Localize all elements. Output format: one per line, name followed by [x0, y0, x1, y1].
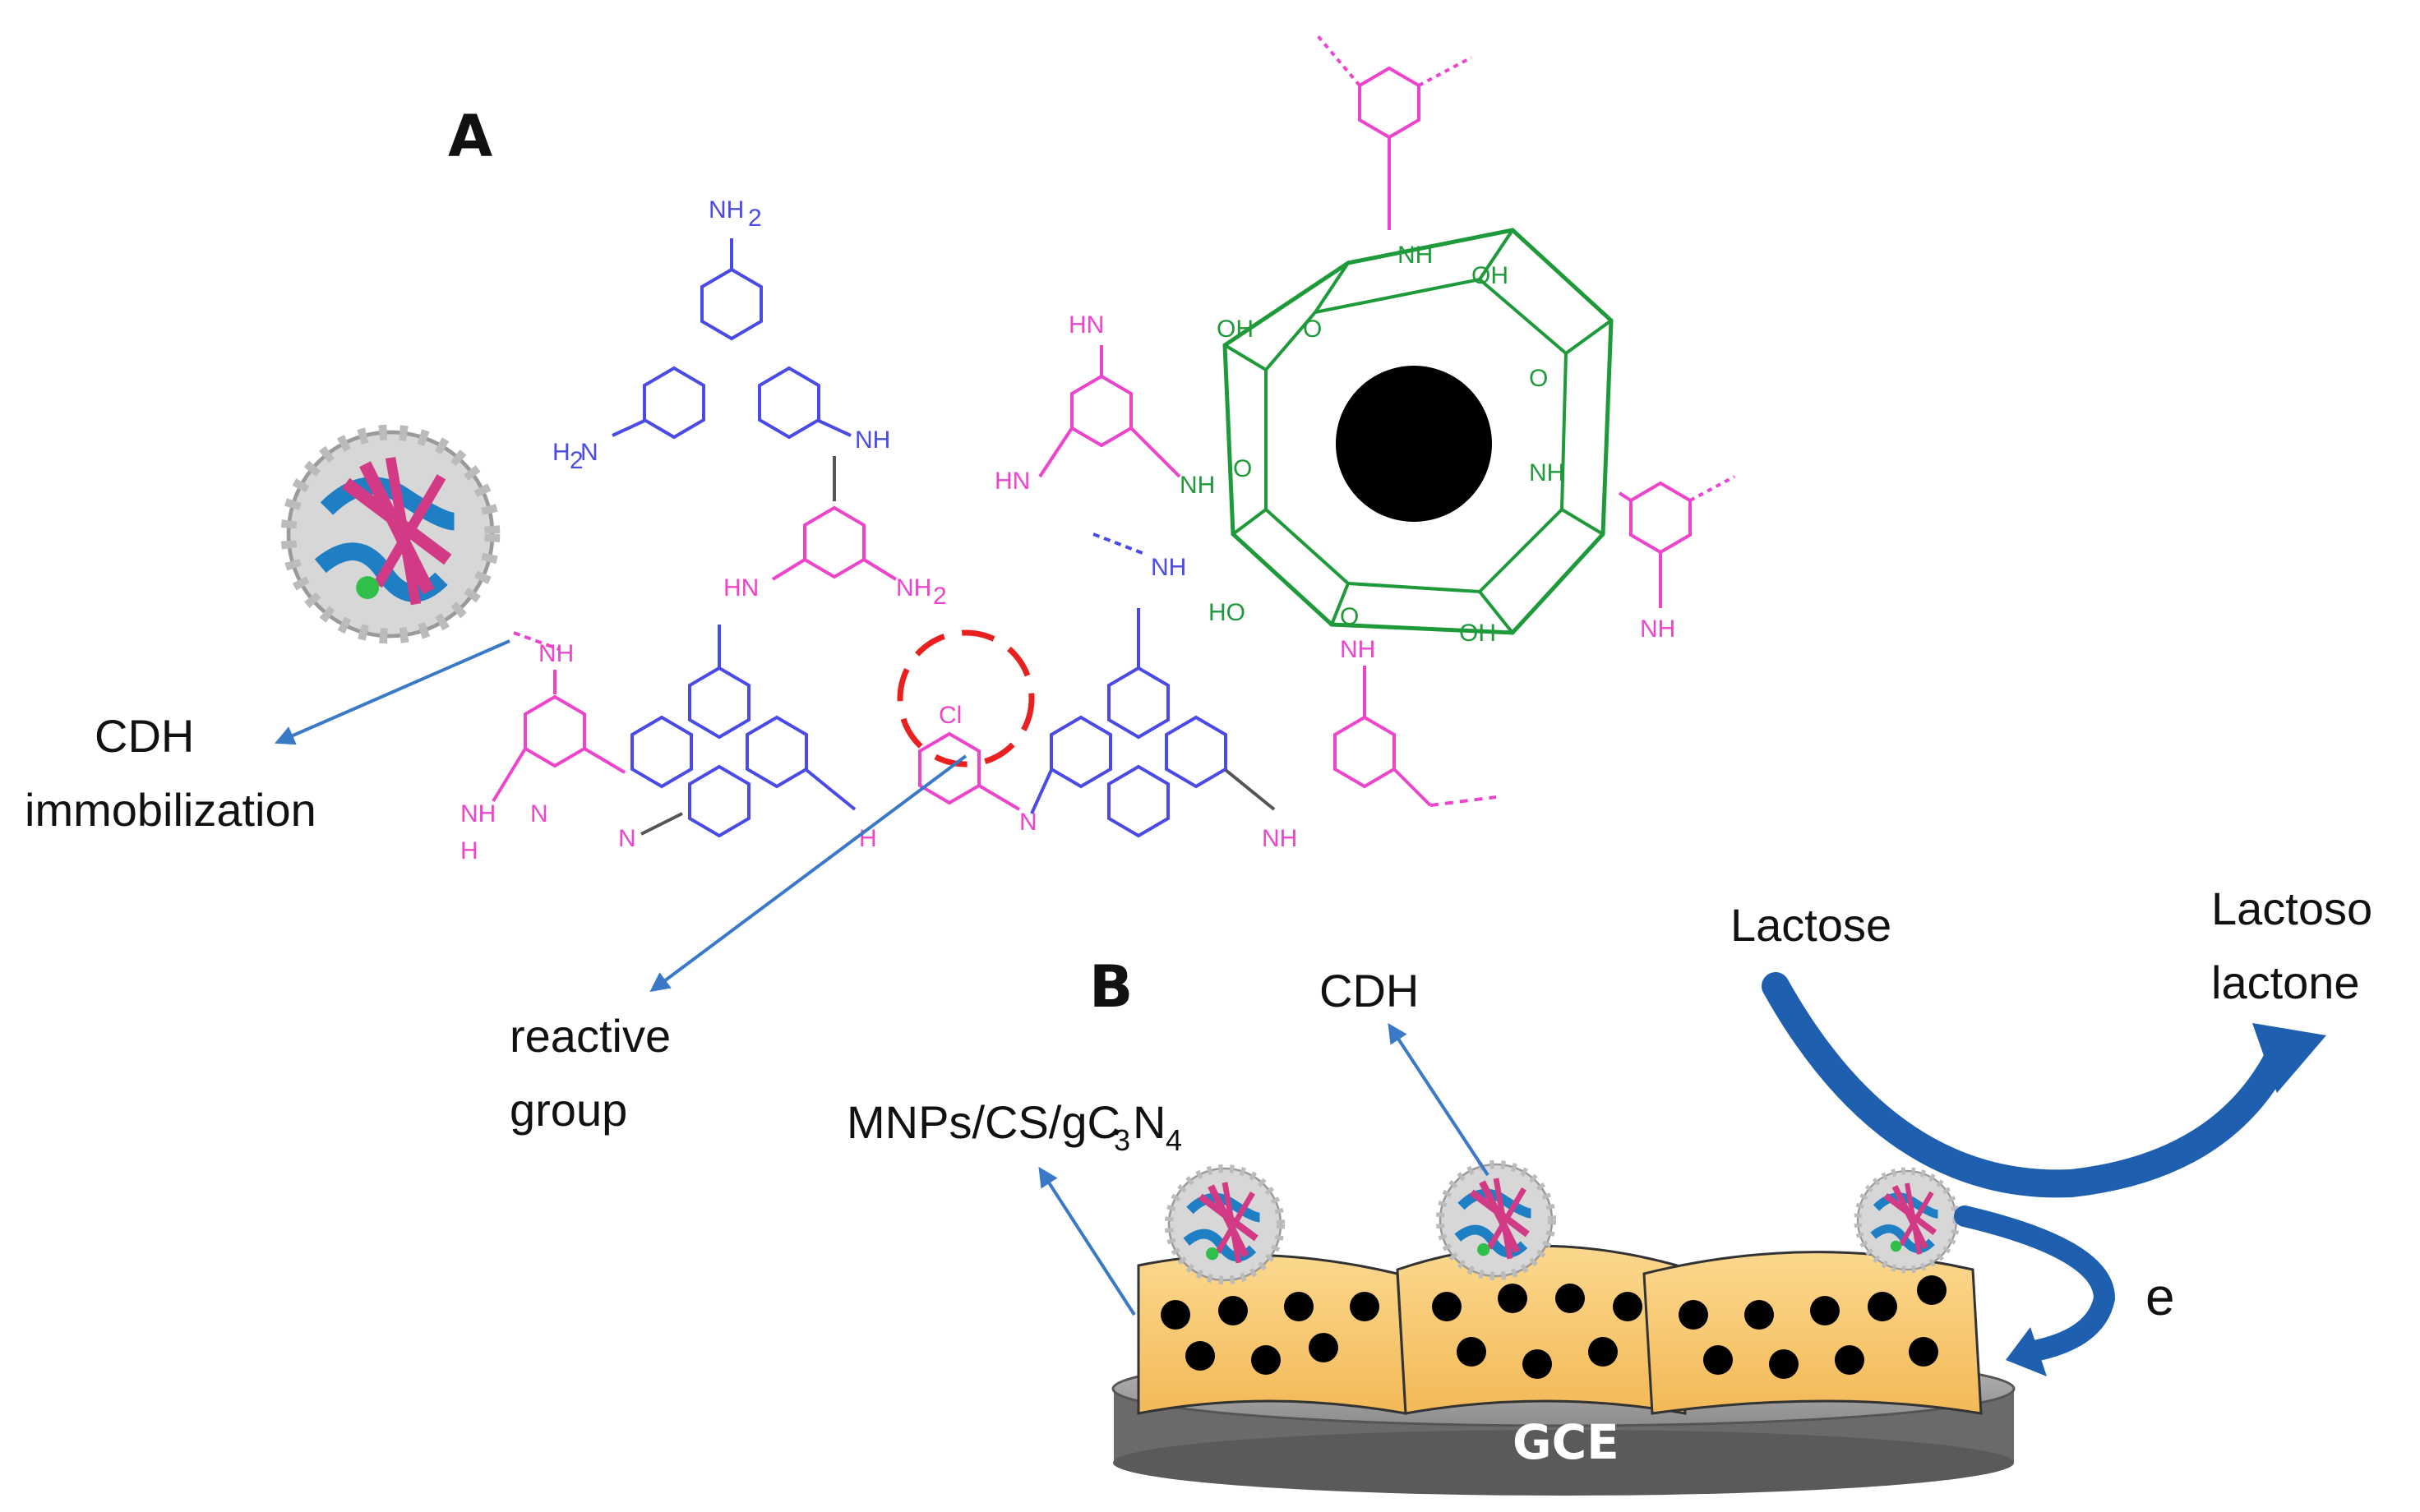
lactoso-label-1: Lactoso [2211, 883, 2372, 934]
reactive-group-label-1: reactive [510, 1010, 671, 1062]
nanocomposite-sheets [1137, 1244, 1983, 1415]
svg-text:HN: HN [1069, 311, 1104, 339]
svg-text:OH: OH [1459, 620, 1496, 647]
cdh-pointer-arrow [1388, 1022, 1489, 1177]
cdh-label: CDH [1319, 965, 1419, 1016]
cdh-on-surface-2 [1440, 1164, 1552, 1276]
svg-text:HN: HN [723, 574, 759, 602]
svg-text:NH: NH [1640, 615, 1675, 643]
svg-text:4: 4 [1166, 1123, 1182, 1157]
reactive-group-label-2: group [510, 1084, 627, 1136]
gce-label: GCE [1512, 1414, 1619, 1470]
svg-text:O: O [1529, 365, 1548, 392]
svg-text:NH: NH [1340, 636, 1375, 663]
svg-text:NH: NH [1180, 472, 1215, 499]
cyclodextrin-mnp: OH OH HO OH O O O O NH NH NH [1180, 228, 1614, 647]
lactoso-label-2: lactone [2211, 957, 2360, 1008]
svg-text:NH: NH [538, 640, 574, 667]
svg-text:OH: OH [1471, 262, 1508, 289]
conversion-arrowhead [2252, 1023, 2326, 1093]
panel-b-label: B [1089, 953, 1133, 1021]
svg-text:NH: NH [1529, 459, 1564, 486]
svg-text:OH: OH [1217, 316, 1254, 343]
svg-text:2: 2 [933, 583, 947, 610]
svg-text:NH: NH [896, 574, 931, 602]
svg-text:NH: NH [855, 426, 890, 454]
svg-text:H: H [460, 837, 478, 864]
reactive-group-highlight [897, 629, 1035, 768]
mnps-cs-gc3n4-label: MNPs/CS/gC 3 N 4 [847, 1096, 1182, 1157]
svg-text:HN: HN [995, 468, 1030, 495]
cdh-immobilization-arrow [275, 639, 510, 745]
svg-text:N: N [530, 800, 548, 827]
conversion-arrow [1762, 972, 2291, 1198]
svg-text:N: N [580, 439, 598, 466]
cdh-immobilization-label-1: CDH [95, 710, 194, 762]
svg-text:2: 2 [570, 447, 584, 474]
svg-text:N: N [1019, 809, 1037, 836]
svg-text:NH: NH [1397, 242, 1433, 269]
svg-text:O: O [1303, 316, 1322, 343]
svg-text:MNPs/CS/gC: MNPs/CS/gC [847, 1096, 1120, 1148]
heptazine-top: NH 2 H 2 N NH [552, 196, 890, 474]
electron-transfer-arrow [1954, 1205, 2116, 1362]
lactose-label: Lactose [1730, 899, 1891, 951]
magnetic-nanoparticle [1336, 366, 1492, 522]
svg-text:3: 3 [1114, 1123, 1130, 1157]
triazines-around-cd: HN HN NH [995, 31, 1735, 643]
svg-text:NH: NH [1262, 825, 1297, 852]
bottom-chain: NH NH H N N Cl N H NH NH [460, 532, 1497, 864]
svg-text:O: O [1340, 603, 1359, 630]
cl-label: Cl [939, 702, 962, 729]
svg-text:N: N [1133, 1096, 1166, 1148]
cdh-immobilization-label-2: immobilization [25, 784, 316, 836]
svg-text:HO: HO [1208, 599, 1245, 626]
svg-text:NH: NH [460, 800, 496, 827]
reactive-group-arrow [649, 754, 968, 993]
svg-text:N: N [618, 825, 636, 852]
svg-text:H: H [552, 439, 570, 466]
mnps-pointer-arrow [1038, 1166, 1136, 1316]
cdh-on-surface-1 [1169, 1169, 1281, 1280]
cdh-protein-image [289, 432, 492, 636]
triazine-middle: HN NH 2 [723, 456, 947, 610]
electron-label: e [2145, 1267, 2175, 1326]
svg-text:O: O [1233, 455, 1252, 482]
svg-text:2: 2 [748, 205, 762, 232]
panel-a-label: A [448, 103, 492, 170]
nh2-label: NH [709, 196, 744, 224]
svg-text:NH: NH [1151, 554, 1186, 581]
electron-transfer-arrowhead [2006, 1327, 2047, 1376]
cdh-on-surface-3 [1858, 1171, 1956, 1270]
